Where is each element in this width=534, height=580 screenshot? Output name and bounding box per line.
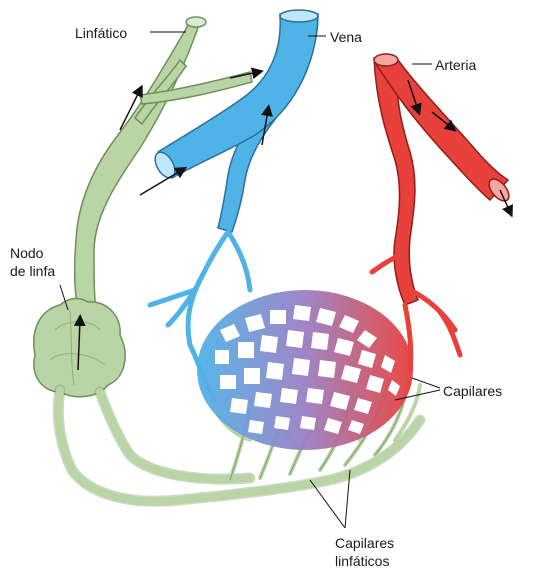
artery-opening <box>373 53 399 67</box>
label-lymph-node-line2: de linfa <box>10 263 55 279</box>
arrow-icon <box>261 104 273 146</box>
arrow-icon <box>73 314 86 371</box>
flow-arrows <box>73 67 513 371</box>
label-lymphatic: Linfático <box>75 25 127 41</box>
leader-lines <box>59 31 441 529</box>
label-capillaries: Capilares <box>443 383 502 399</box>
arrow-icon <box>431 111 457 132</box>
labels: Linfático Vena Arteria Nodo de linfa Cap… <box>10 25 502 569</box>
label-lymph-capillaries-line1: Capilares <box>335 535 394 551</box>
vein-opening <box>279 9 319 23</box>
label-lymph-node-line1: Nodo <box>10 245 44 261</box>
arrow-icon <box>119 84 143 131</box>
artery <box>369 53 510 373</box>
arrow-icon <box>407 79 422 116</box>
capillary-mesh <box>215 305 400 434</box>
capillary-bed <box>197 290 413 450</box>
label-artery: Arteria <box>435 57 476 73</box>
label-vein: Vena <box>330 29 362 45</box>
arrow-icon <box>229 67 264 80</box>
arrow-icon <box>139 166 188 196</box>
arrow-icon <box>499 189 513 218</box>
label-lymph-capillaries-line2: linfáticos <box>335 553 389 569</box>
lymphatic-connector <box>139 71 253 105</box>
lymphatic-opening <box>185 16 207 28</box>
